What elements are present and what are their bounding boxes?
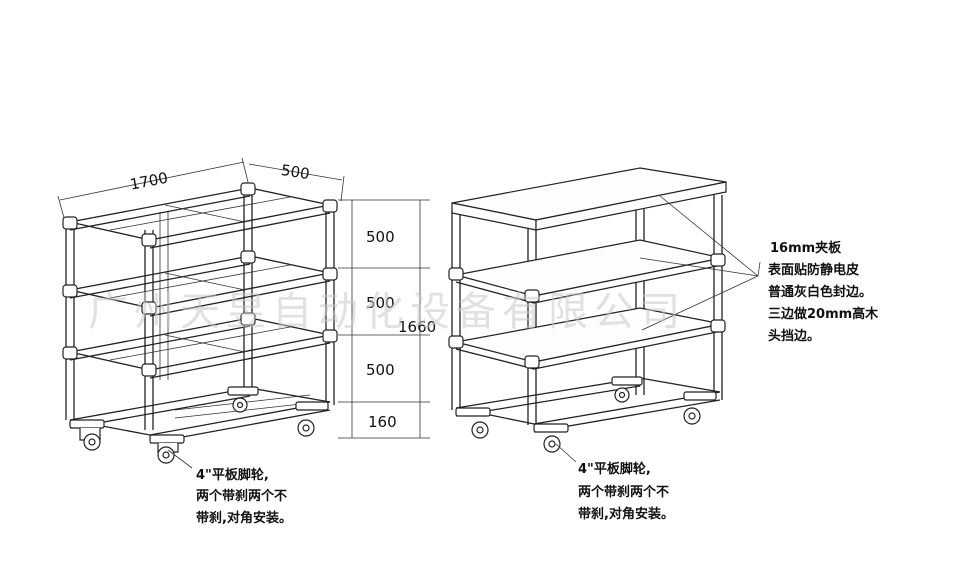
left-caster-note-line-3: 带刹,对角安装。	[196, 510, 292, 526]
right-caster-note-line-1: 4"平板脚轮,	[578, 461, 651, 477]
board-note-line-5: 头挡边。	[768, 328, 820, 344]
board-note-line-1: 16mm夹板	[770, 240, 842, 256]
right-cart: 16mm夹板 表面贴防静电皮 普通灰白色封边。 三边做20mm高木 头挡边。 4…	[448, 167, 879, 522]
dim-level-1-label: 500	[366, 228, 395, 246]
board-note-line-4: 三边做20mm高木	[768, 306, 879, 322]
dim-width-label: 500	[280, 161, 311, 183]
right-top-board	[451, 167, 727, 231]
right-caster-note: 4"平板脚轮, 两个带刹两个不 带刹,对角安装。	[578, 461, 674, 522]
right-board-note: 16mm夹板 表面贴防静电皮 普通灰白色封边。 三边做20mm高木 头挡边。	[767, 240, 879, 344]
watermark-text: 广州天昱自动化设备有限公司	[88, 289, 686, 335]
left-caster-note-line-1: 4"平板脚轮,	[196, 467, 269, 483]
dim-level-3-label: 500	[366, 361, 395, 379]
left-dimensions: 1700 500 500 500 500 160 1660	[57, 157, 436, 439]
dim-level-2-label: 500	[366, 294, 395, 312]
left-caster-note-line-2: 两个带刹两个不	[196, 488, 287, 504]
left-cart: 1700 500 500 500 500 160 1660 4"平板脚轮, 两个…	[57, 157, 436, 526]
left-caster-note: 4"平板脚轮, 两个带刹两个不 带刹,对角安装。	[196, 467, 292, 526]
right-caster-note-line-3: 带刹,对角安装。	[578, 506, 674, 522]
left-casters	[69, 386, 329, 464]
dim-height-label: 1660	[398, 318, 436, 336]
dim-length-label: 1700	[128, 169, 169, 194]
board-note-line-3: 普通灰白色封边。	[768, 284, 872, 300]
board-note-line-2: 表面贴防静电皮	[767, 262, 859, 278]
left-shelf-frames	[69, 187, 331, 379]
right-caster-note-line-2: 两个带刹两个不	[578, 484, 669, 500]
dim-bottom-label: 160	[368, 413, 397, 431]
right-shelves	[455, 239, 723, 370]
right-casters	[455, 376, 717, 453]
